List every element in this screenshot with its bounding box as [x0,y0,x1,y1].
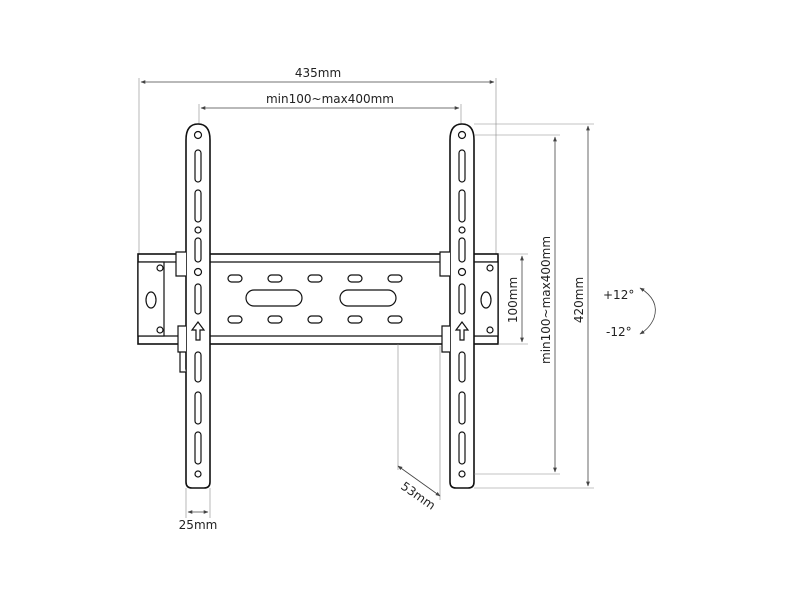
vesa-vertical-dimension: min100~max400mm [474,134,560,475]
overall-width-dimension: 435mm [138,66,497,262]
overall-height-label: 420mm [572,277,586,323]
left-vertical-arm [175,123,211,489]
overall-width-label: 435mm [295,66,341,80]
depth-label: 53mm [398,479,438,513]
vesa-horizontal-dimension: min100~max400mm [198,92,462,126]
wall-plate-height-label: 100mm [506,277,520,323]
arm-width-dimension: 25mm [179,488,218,532]
wall-plate-height-dimension: 100mm [498,253,528,345]
tilt-down-label: -12° [606,325,632,339]
right-vertical-arm [439,123,475,489]
tilt-up-label: +12° [603,288,634,302]
arm-width-label: 25mm [179,518,218,532]
vesa-horizontal-label: min100~max400mm [266,92,394,106]
overall-height-dimension: 420mm [474,123,594,489]
vesa-vertical-label: min100~max400mm [539,236,553,364]
tilt-indicator: +12° -12° [603,287,656,339]
depth-dimension: 53mm [397,344,441,513]
